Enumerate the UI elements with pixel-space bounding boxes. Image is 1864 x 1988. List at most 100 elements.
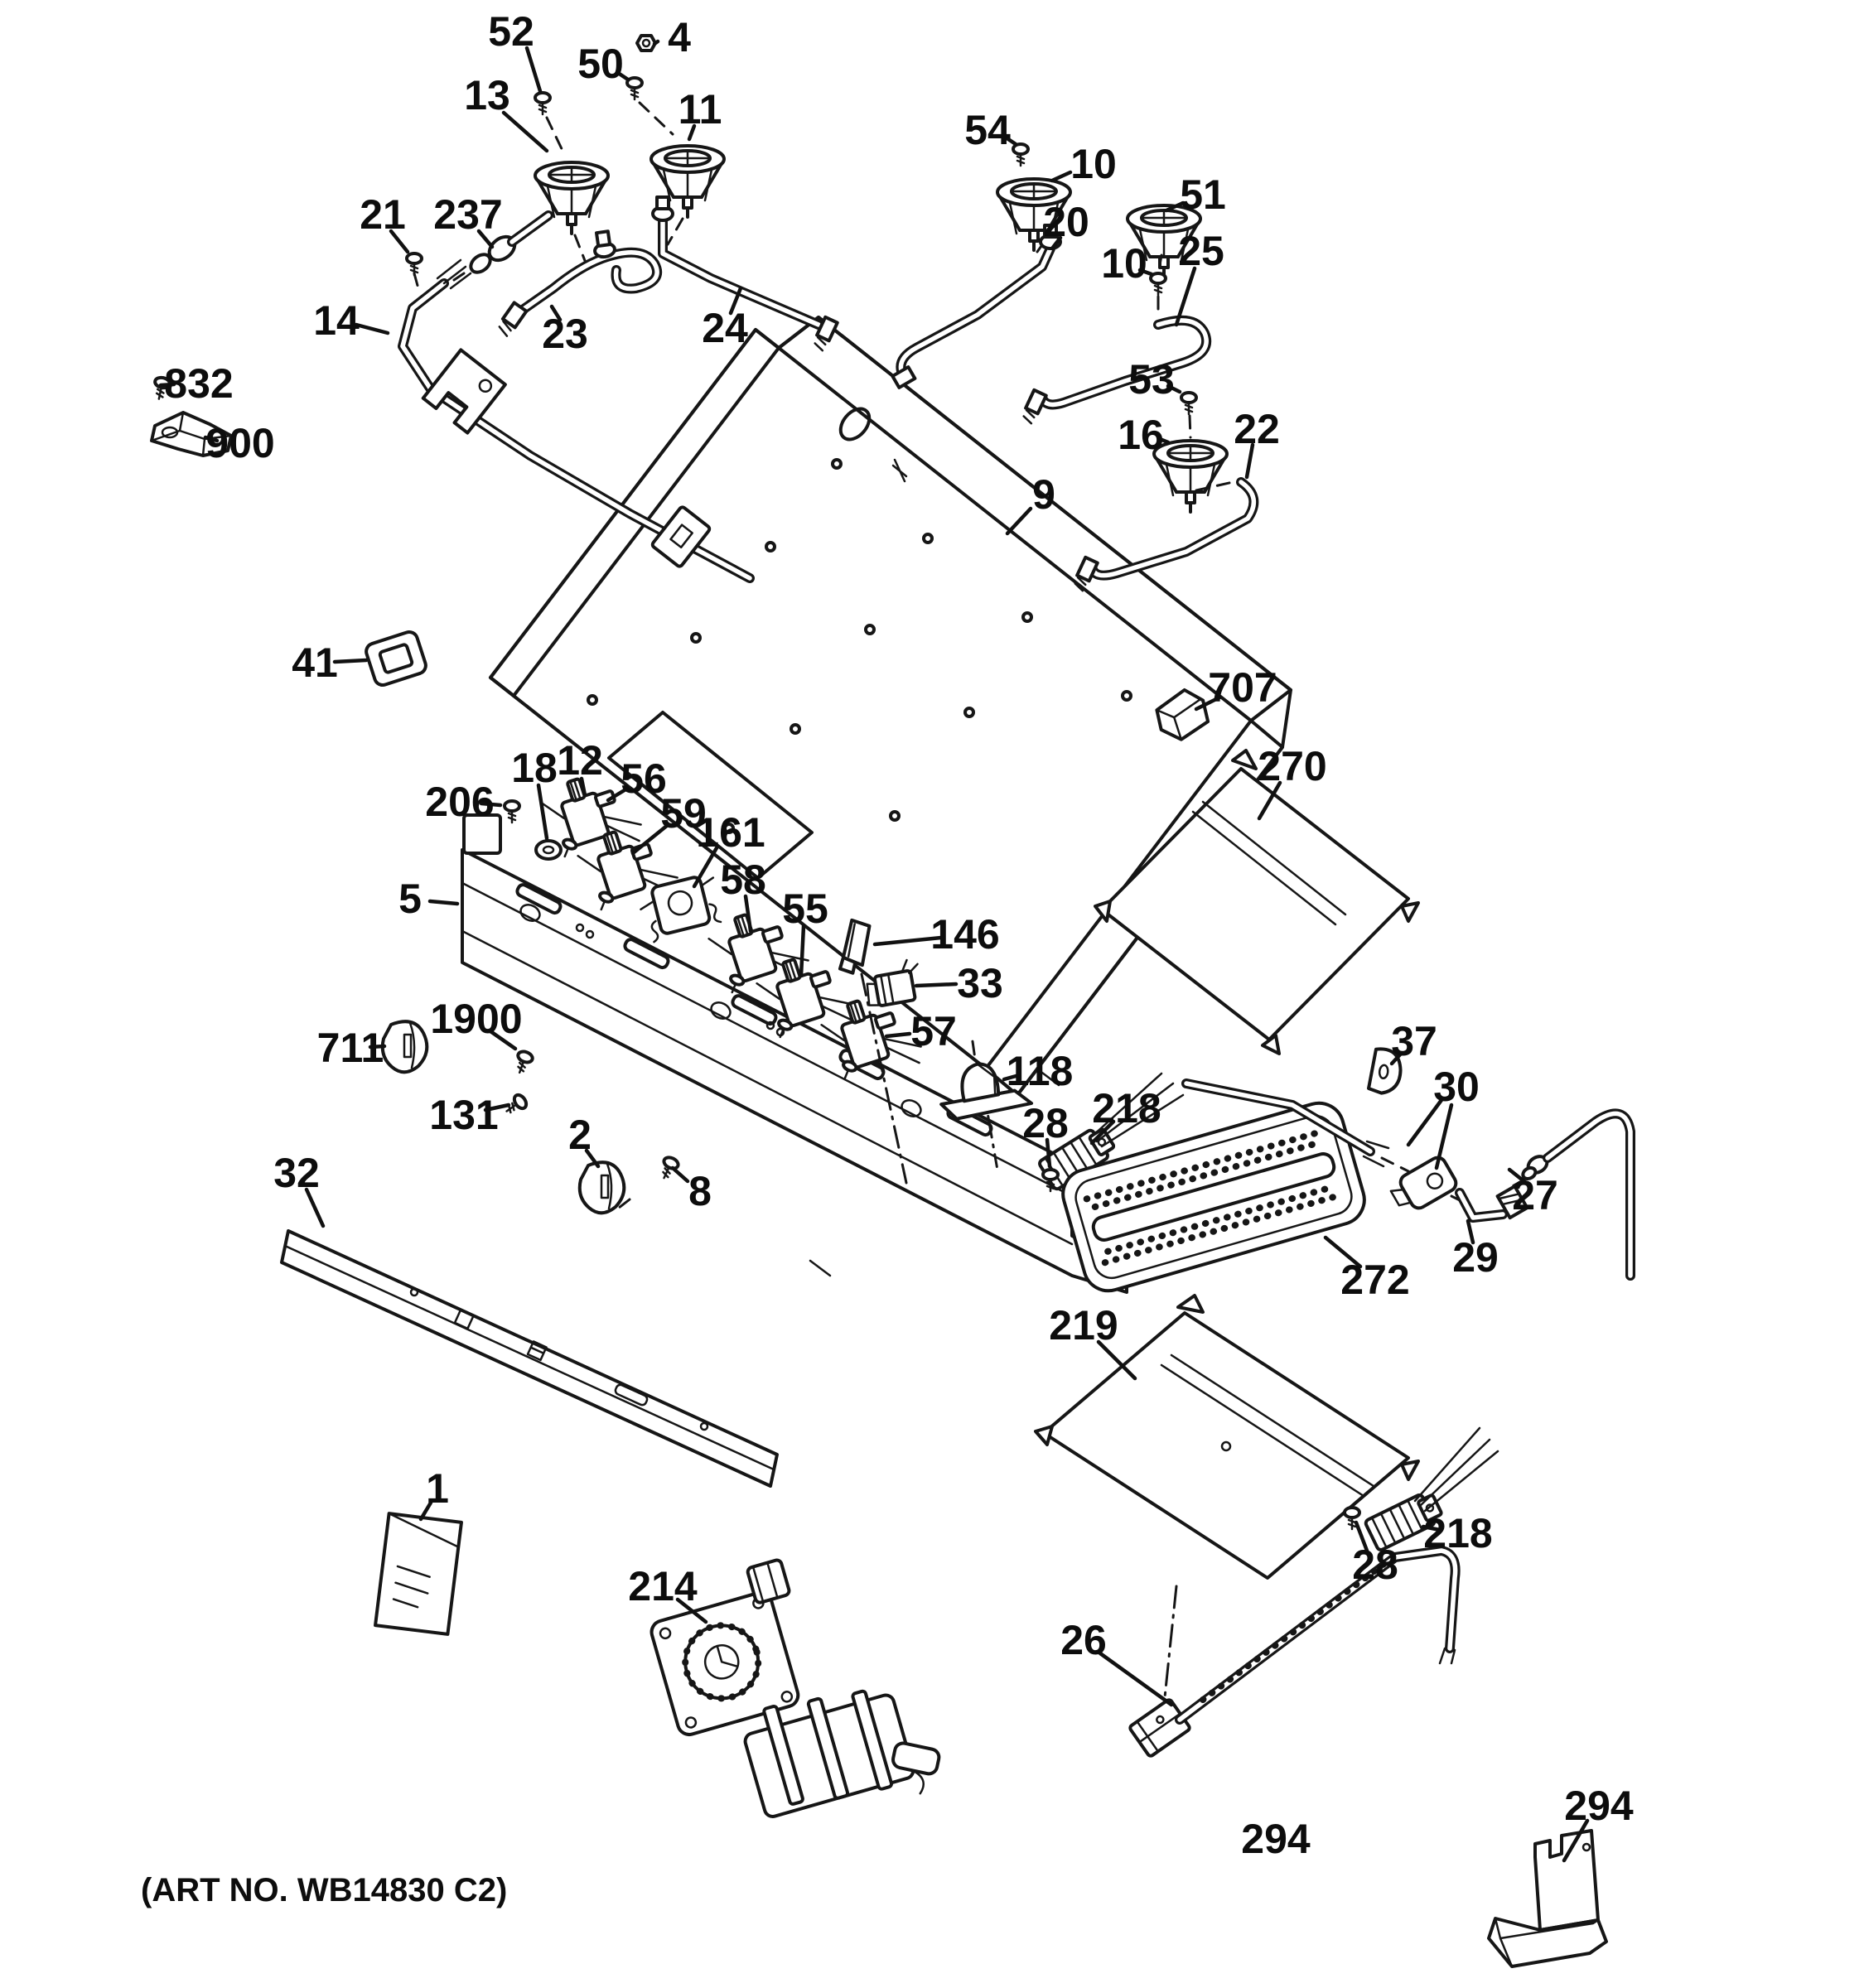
- callout-label-118: 118: [1007, 1048, 1074, 1094]
- art-number: (ART NO. WB14830 C2): [141, 1872, 507, 1908]
- callout-label-218: 218: [1092, 1085, 1161, 1132]
- callout-leader-146: [872, 935, 944, 947]
- callout-leader-237: [476, 229, 495, 249]
- callout-leader-161: [692, 844, 720, 889]
- callout-leader-24: [728, 286, 743, 316]
- part-54-screw: [1012, 142, 1030, 167]
- callout-leader-55: [799, 924, 806, 978]
- callout-label-21: 21: [360, 191, 406, 238]
- callout-leader-131: [483, 1103, 511, 1112]
- part-30-carryover-arm: [1181, 1078, 1466, 1210]
- callout-13: 13: [464, 72, 549, 153]
- callout-53: 53: [1128, 356, 1182, 403]
- part-206-screw: [503, 799, 521, 824]
- part-18-washer: [534, 839, 563, 861]
- callout-294: 294: [1241, 1816, 1311, 1862]
- callout-leader-10: [1137, 268, 1154, 277]
- callout-23: 23: [542, 304, 588, 357]
- callout-25: 25: [1174, 228, 1224, 327]
- callout-label-26: 26: [1060, 1617, 1107, 1663]
- part-237-fitting: [413, 210, 553, 293]
- part-24-burner-tube: [651, 195, 839, 352]
- part-16-burner-head: [1152, 439, 1229, 514]
- part-8-screw: [655, 1153, 682, 1183]
- callout-leader-27: [1507, 1167, 1528, 1185]
- callout-58: 58: [720, 856, 766, 934]
- callout-leader-12: [579, 776, 587, 798]
- part-161-regulator: [640, 876, 722, 943]
- callout-131: 131: [429, 1092, 511, 1138]
- part-711-knob: [380, 1020, 429, 1074]
- callout-leader-711: [368, 1044, 387, 1049]
- callout-label-270: 270: [1258, 743, 1326, 789]
- callout-label-219: 219: [1049, 1302, 1118, 1349]
- callout-707: 707: [1194, 664, 1277, 712]
- callout-10: 10: [1050, 141, 1117, 187]
- callout-leader-1: [418, 1500, 433, 1522]
- callout-leader-30: [1406, 1098, 1444, 1147]
- callout-leader-20: [1050, 235, 1063, 251]
- callout-leader-18: [536, 783, 549, 841]
- callout-10: 10: [1101, 240, 1154, 287]
- callout-50: 50: [577, 41, 630, 87]
- callout-label-2: 2: [568, 1112, 592, 1158]
- callout-leader-56: [606, 786, 630, 803]
- callout-label-832: 832: [164, 360, 233, 407]
- callout-54: 54: [964, 107, 1018, 153]
- callout-leader-28: [1354, 1520, 1369, 1553]
- callout-37: 37: [1389, 1018, 1437, 1066]
- callout-leader-41: [332, 658, 369, 664]
- callout-leader-900: [203, 435, 220, 443]
- callout-leader-832: [158, 382, 176, 388]
- callout-8: 8: [670, 1165, 712, 1214]
- callout-label-33: 33: [957, 960, 1003, 1006]
- callout-leader-53: [1166, 384, 1182, 394]
- part-294-bracket: [1487, 1829, 1608, 1968]
- callout-leader-219: [1096, 1339, 1137, 1381]
- callout-leader-30: [1434, 1103, 1454, 1170]
- callout-label-23: 23: [542, 311, 588, 357]
- callout-label-294: 294: [1241, 1816, 1311, 1862]
- callout-leader-4: [652, 39, 660, 46]
- callout-label-9: 9: [1032, 471, 1055, 518]
- callout-leader-59: [630, 823, 670, 856]
- callout-leader-29: [1466, 1218, 1475, 1245]
- callout-leader-51: [1164, 200, 1186, 213]
- callout-leader-218: [1421, 1524, 1442, 1532]
- callout-leader-50: [616, 70, 630, 82]
- callout-leader-52: [524, 46, 543, 94]
- callout-leader-33: [914, 982, 959, 988]
- callout-label-59: 59: [660, 790, 707, 837]
- callout-label-1900: 1900: [430, 996, 522, 1042]
- part-50-screw: [625, 76, 644, 101]
- callout-21: 21: [360, 191, 410, 254]
- part-22-burner-tube: [1074, 477, 1259, 592]
- callout-16: 16: [1118, 412, 1171, 458]
- callout-leader-57: [884, 1031, 912, 1039]
- callout-32: 32: [273, 1150, 326, 1228]
- callout-leader-8: [670, 1165, 690, 1184]
- callout-30: 30: [1406, 1064, 1480, 1170]
- callout-55: 55: [782, 885, 828, 978]
- part-272-oven-burner: [1061, 1101, 1366, 1293]
- callout-label-13: 13: [464, 72, 510, 118]
- part-1900-screw: [510, 1048, 536, 1077]
- callout-label-25: 25: [1178, 228, 1224, 274]
- callout-1900: 1900: [430, 996, 523, 1051]
- callout-label-24: 24: [702, 305, 748, 351]
- callout-214: 214: [628, 1563, 708, 1624]
- callout-label-4: 4: [668, 14, 691, 60]
- callout-leader-272: [1323, 1235, 1363, 1269]
- callout-leader-1900: [488, 1029, 518, 1051]
- callout-label-50: 50: [577, 41, 624, 87]
- part-270-shield: [1094, 749, 1420, 1055]
- callout-leader-118: [1002, 1073, 1021, 1082]
- callout-leader-22: [1244, 442, 1255, 480]
- part-25-burner-tube: [1022, 315, 1212, 425]
- callout-218: 218: [1421, 1510, 1493, 1556]
- callout-2: 2: [568, 1112, 601, 1169]
- part-33-spark-switch: [866, 958, 919, 1007]
- callout-28: 28: [1352, 1520, 1398, 1588]
- callout-832: 832: [158, 360, 234, 407]
- callout-270: 270: [1257, 743, 1327, 821]
